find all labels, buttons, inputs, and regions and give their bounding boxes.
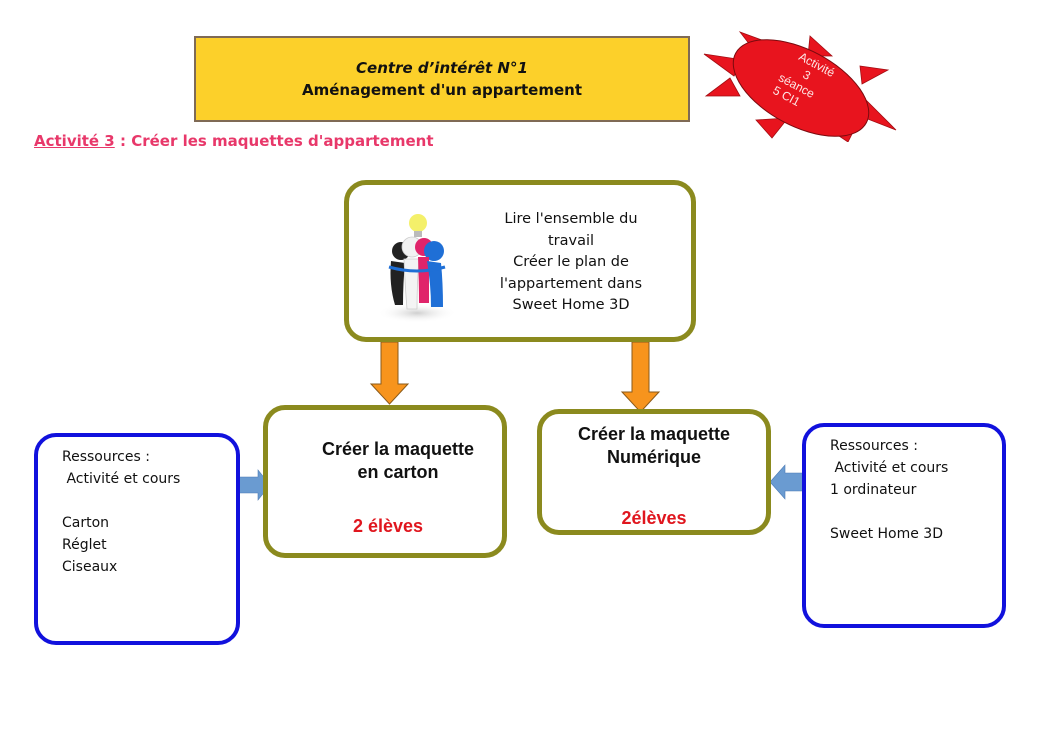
task-box-numeric: Créer la maquette Numérique 2élèves <box>537 409 771 535</box>
numeric-title: Créer la maquette Numérique <box>542 423 766 469</box>
carton-title-line: Créer la maquette <box>321 439 475 459</box>
activity-title: Créer les maquettes d'appartement <box>131 132 434 150</box>
activity-label: Activité 3 <box>34 132 115 150</box>
resource-item: Carton <box>62 515 110 531</box>
resources-box-carton: Ressources : Activité et cours Carton Ré… <box>34 433 240 645</box>
resource-item: Sweet Home 3D <box>830 526 943 542</box>
heading-separator: : <box>114 132 132 150</box>
resource-item: Ciseaux <box>62 559 118 575</box>
carton-title-line: en carton <box>357 462 439 482</box>
numeric-title-line: Numérique <box>606 447 702 467</box>
task-box-carton: Créer la maquette en carton 2 élèves <box>263 405 507 558</box>
sun-rays-icon <box>703 31 897 142</box>
plan-line: Créer le plan de <box>513 254 629 270</box>
numeric-students: 2élèves <box>621 508 687 528</box>
down-arrow-right-icon <box>620 341 661 413</box>
resource-item: Ressources : <box>830 438 918 454</box>
resource-item: Ressources : <box>62 449 150 465</box>
banner-topic-number: Centre d’intérêt N°1 <box>356 59 528 77</box>
topic-banner: Centre d’intérêt N°1 Aménagement d'un ap… <box>194 36 690 122</box>
plan-line: travail <box>547 232 595 249</box>
resource-item: Réglet <box>62 537 107 553</box>
carton-students: 2 élèves <box>352 516 424 536</box>
task-box-plan: Lire l'ensemble du travail Créer le plan… <box>344 180 696 342</box>
numeric-title-line: Créer la maquette <box>577 424 731 444</box>
resource-spacer <box>830 501 948 523</box>
resources-box-numeric: Ressources : Activité et cours 1 ordinat… <box>802 423 1006 628</box>
banner-topic-title: Aménagement d'un appartement <box>301 81 583 99</box>
teamwork-lightbulb-icon <box>377 214 457 323</box>
resource-item: 1 ordinateur <box>830 482 917 498</box>
resource-item: Activité et cours <box>830 460 949 476</box>
activity-heading: Activité 3 : Créer les maquettes d'appar… <box>34 132 434 150</box>
resource-spacer <box>62 490 180 512</box>
plan-line: l'appartement dans <box>499 275 643 292</box>
carton-title: Créer la maquette en carton <box>298 438 498 484</box>
plan-instructions: Lire l'ensemble du travail Créer le plan… <box>461 209 681 317</box>
down-arrow-left-icon <box>369 341 410 405</box>
left-arrow-icon <box>769 464 805 500</box>
plan-line: Sweet Home 3D <box>512 297 630 313</box>
plan-line: Lire l'ensemble du <box>504 211 638 227</box>
badge-ellipse <box>732 39 870 137</box>
resource-item: Activité et cours <box>62 471 181 487</box>
activity-badge: Activité 3 séance 5 CI1 <box>703 31 897 142</box>
